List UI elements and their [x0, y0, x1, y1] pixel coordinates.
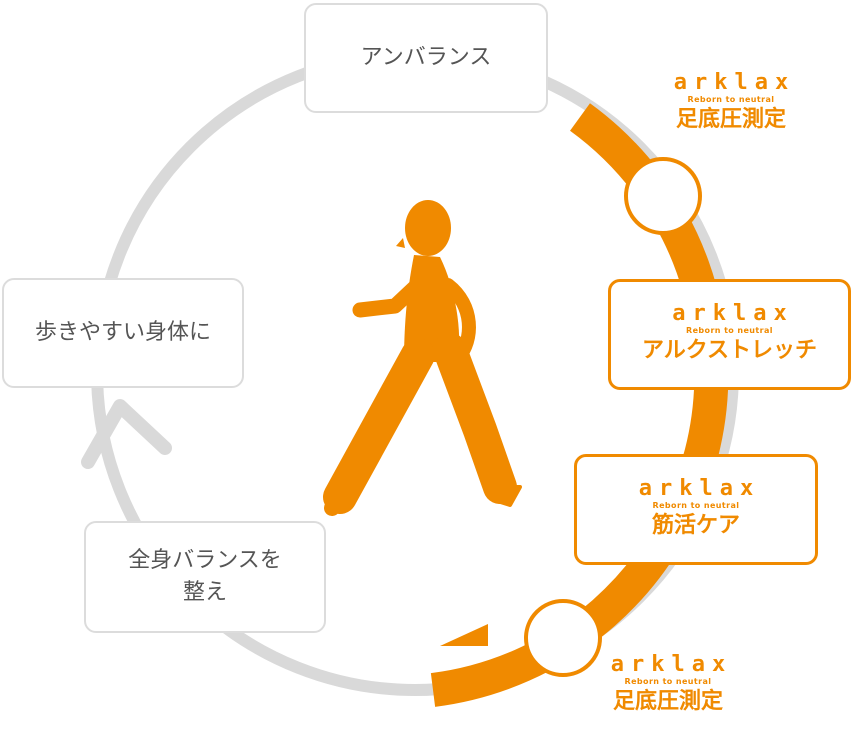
cycle-arrow-icon — [81, 399, 172, 469]
imbalance-label: アンバランス — [360, 45, 492, 71]
imbalance-box: アンバランス — [304, 3, 548, 113]
progress-arrow-icon — [440, 624, 488, 646]
easy-walk-box: 歩きやすい身体に — [2, 278, 244, 388]
step-label: 足底圧測定 — [675, 107, 786, 132]
arklax-logo: arklax Reborn to neutral — [673, 70, 796, 105]
step-foot-pressure-1: arklax Reborn to neutral 足底圧測定 — [656, 72, 806, 135]
balance-label-line1: 全身バランスを — [128, 548, 282, 574]
arklax-logo: arklax Reborn to neutral — [638, 476, 761, 511]
easy-walk-label: 歩きやすい身体に — [34, 320, 211, 346]
progress-stripe — [507, 146, 675, 642]
step-node-bottom — [524, 599, 602, 677]
step-foot-pressure-2: arklax Reborn to neutral 足底圧測定 — [593, 654, 743, 717]
step-label: 筋活ケア — [651, 513, 740, 538]
arklax-logo: arklax Reborn to neutral — [672, 301, 794, 336]
step-node-top — [624, 157, 702, 235]
arklax-logo: arklax Reborn to neutral — [610, 652, 733, 687]
walking-person-icon — [323, 200, 522, 516]
step-muscle-care: arklax Reborn to neutral 筋活ケア — [574, 454, 818, 565]
balance-box: 全身バランスを 整え — [84, 521, 326, 633]
balance-label-line2: 整え — [182, 580, 227, 605]
step-label: アルクストレッチ — [641, 338, 818, 363]
step-ark-stretch: arklax Reborn to neutral アルクストレッチ — [608, 279, 851, 390]
step-label: 足底圧測定 — [612, 689, 723, 714]
